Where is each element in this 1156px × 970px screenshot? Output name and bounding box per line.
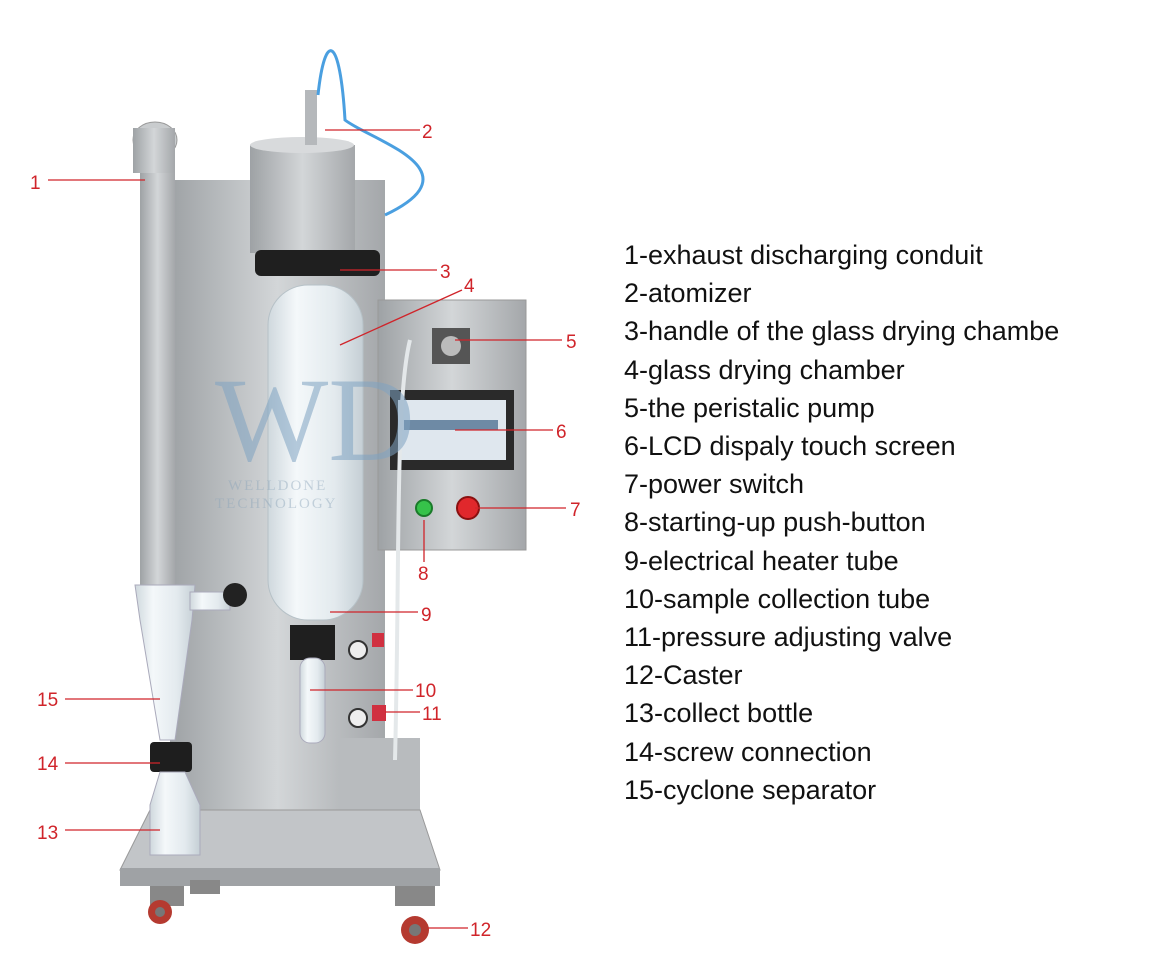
legend-item: 3-handle of the glass drying chambe <box>624 316 1060 347</box>
legend-item: 11-pressure adjusting valve <box>624 622 953 653</box>
legend-item: 8-starting-up push-button <box>624 507 926 538</box>
callout-number: 7 <box>570 500 581 521</box>
cyclone-separator <box>134 584 196 741</box>
svg-text:TECHNOLOGY: TECHNOLOGY <box>215 496 338 512</box>
callout-number: 15 <box>37 690 58 711</box>
legend-item: 12-Caster <box>624 660 743 691</box>
svg-text:WELLDONE: WELLDONE <box>228 478 327 494</box>
callout-line <box>339 289 463 346</box>
callout-number: 3 <box>440 262 451 283</box>
screw-connection <box>150 742 192 772</box>
callout-number: 12 <box>470 920 491 941</box>
air-tube <box>316 49 425 217</box>
svg-text:WD: WD <box>215 353 415 486</box>
start-push-button[interactable] <box>415 499 433 517</box>
callout-number: 1 <box>30 173 41 194</box>
pressure-gauge <box>348 640 368 660</box>
chamber-handle <box>255 250 380 276</box>
legend-item: 1-exhaust discharging conduit <box>624 240 983 270</box>
glass-drying-chamber <box>267 284 364 621</box>
watermark-logo: WD WELLDONE TECHNOLOGY <box>215 353 415 512</box>
exhaust-conduit <box>140 165 175 585</box>
callout-number: 2 <box>422 122 433 143</box>
legend-item: 5-the peristalic pump <box>624 392 875 423</box>
parts-legend: 1-exhaust discharging conduit 2-atomizer 3… <box>624 236 1059 809</box>
caster-icon <box>148 880 435 944</box>
legend-item: 14-screw connection <box>624 736 872 767</box>
callout-number: 6 <box>556 422 567 443</box>
callout-number: 9 <box>421 605 432 626</box>
legend-item: 6-LCD dispaly touch screen <box>624 431 956 462</box>
legend-item: 4-glass drying chamber <box>624 354 905 385</box>
legend-item: 15-cyclone separator <box>624 774 877 805</box>
callout-number: 14 <box>37 754 59 775</box>
pressure-adjusting-valve <box>372 705 386 721</box>
callout-number: 11 <box>422 704 442 725</box>
legend-item: 13-collect bottle <box>624 698 814 729</box>
callout-number: 4 <box>464 276 475 297</box>
callout-number: 5 <box>566 332 577 353</box>
atomizer-housing <box>250 145 355 253</box>
legend-item: 2-atomizer <box>624 278 752 309</box>
collect-bottle <box>149 771 201 856</box>
legend-item: 10-sample collection tube <box>624 583 931 614</box>
legend-item: 7-power switch <box>624 469 805 500</box>
legend-item: 9-electrical heater tube <box>624 545 899 576</box>
sample-collection-tube <box>299 657 326 744</box>
callout-number: 8 <box>418 564 429 585</box>
callout-number: 10 <box>415 681 436 702</box>
callout-number: 13 <box>37 823 58 844</box>
